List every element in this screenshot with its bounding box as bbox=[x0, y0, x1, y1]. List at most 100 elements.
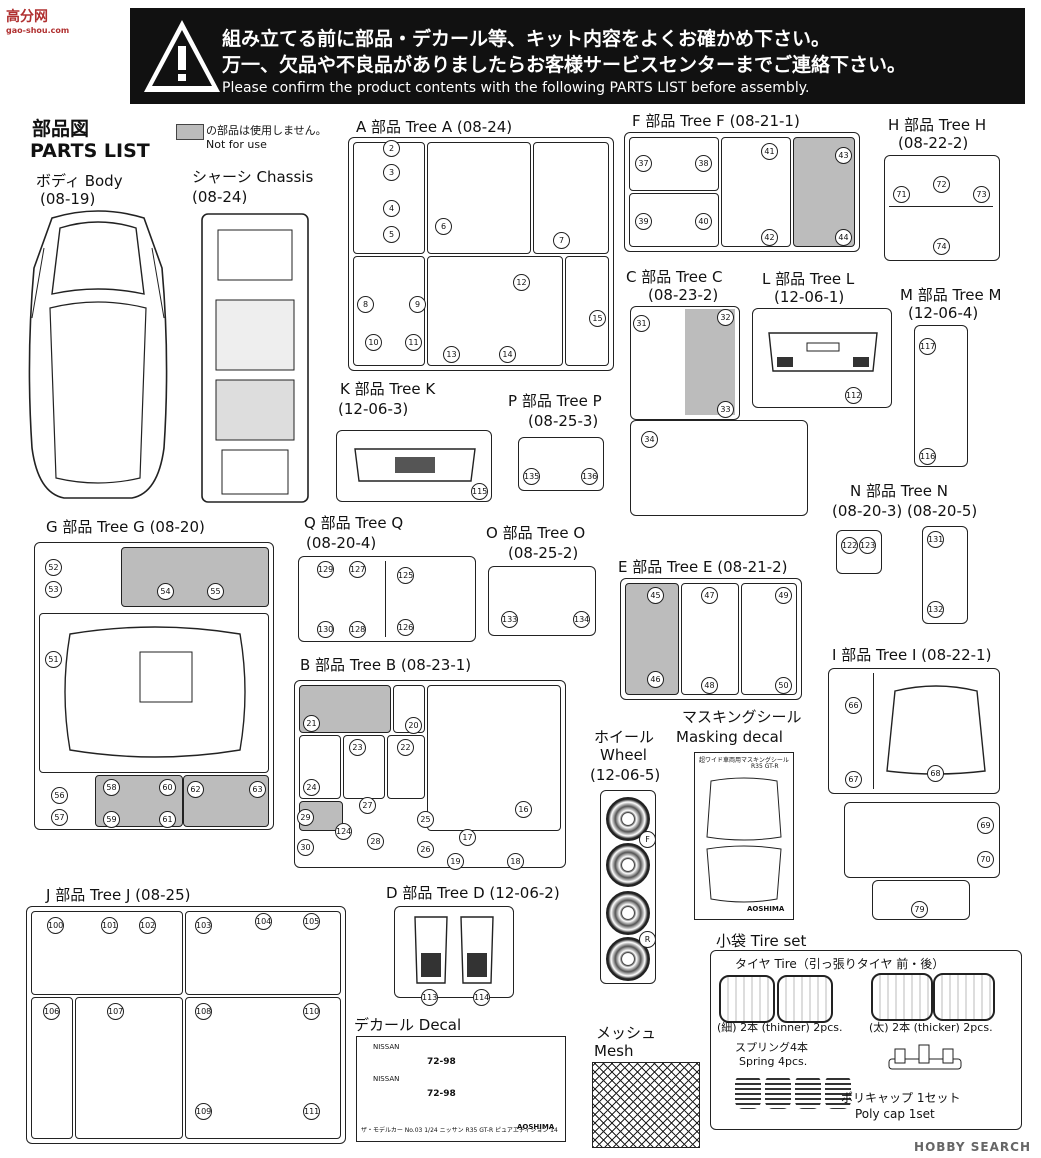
part-number: 33 bbox=[717, 401, 734, 418]
part-number: 34 bbox=[641, 431, 658, 448]
part-number: 23 bbox=[349, 739, 366, 756]
part-number: 56 bbox=[51, 787, 68, 804]
tree-b-cell bbox=[427, 685, 561, 831]
warning-icon bbox=[144, 20, 220, 92]
tree-o-code: (08-25-2) bbox=[508, 544, 579, 562]
part-number: 73 bbox=[973, 186, 990, 203]
part-number: 109 bbox=[195, 1103, 212, 1120]
wheel-label-en: Wheel bbox=[600, 746, 647, 764]
wheel-frame: F R bbox=[600, 790, 656, 984]
spring-label-jp: スプリング4本 bbox=[735, 1041, 808, 1054]
tire-thick-label: (太) 2本 (thicker) 2pcs. bbox=[869, 1021, 993, 1034]
tree-q-frame: 129 127 125 130 128 126 bbox=[298, 556, 476, 642]
masking-label-en: Masking decal bbox=[676, 728, 783, 746]
tree-m-code: (12-06-4) bbox=[908, 304, 979, 322]
part-number: 7 bbox=[553, 232, 570, 249]
part-number: 30 bbox=[297, 839, 314, 856]
tire-label: タイヤ Tire（引っ張りタイヤ 前・後） bbox=[735, 957, 945, 971]
part-number: 20 bbox=[405, 717, 422, 734]
part-number: 2 bbox=[383, 140, 400, 157]
part-number: 11 bbox=[405, 334, 422, 351]
tree-p-code: (08-25-3) bbox=[528, 412, 599, 430]
part-number: 112 bbox=[845, 387, 862, 404]
tree-q-code: (08-20-4) bbox=[306, 534, 377, 552]
part-number: 9 bbox=[409, 296, 426, 313]
legend-en: Not for use bbox=[206, 138, 267, 151]
decal-brand-1: NISSAN bbox=[373, 1043, 400, 1051]
tree-j-cell bbox=[31, 997, 73, 1139]
masking-cutouts bbox=[706, 777, 782, 903]
part-number: 68 bbox=[927, 765, 944, 782]
part-number: 130 bbox=[317, 621, 334, 638]
tire-thick bbox=[933, 973, 995, 1021]
part-number: 104 bbox=[255, 913, 272, 930]
front-bumper-drawing bbox=[354, 448, 476, 482]
tree-m-frame: 117 116 bbox=[914, 325, 968, 467]
tree-i-label: I 部品 Tree I (08-22-1) bbox=[832, 646, 992, 664]
masking-brand: AOSHIMA bbox=[747, 905, 785, 913]
tree-a-cell bbox=[427, 256, 563, 366]
masking-sheet-sub: R35 GT-R bbox=[751, 763, 779, 770]
part-number: 60 bbox=[159, 779, 176, 796]
site-logo: 高分网 gao-shou.com bbox=[6, 6, 69, 35]
tree-b-frame: 21 20 23 22 24 17 16 29 27 25 124 28 30 … bbox=[294, 680, 566, 870]
tree-h-code: (08-22-2) bbox=[898, 134, 969, 152]
tree-l-code: (12-06-1) bbox=[774, 288, 845, 306]
tree-j-cell bbox=[75, 997, 183, 1139]
part-number: 39 bbox=[635, 213, 652, 230]
part-number: 67 bbox=[845, 771, 862, 788]
tree-c-code: (08-23-2) bbox=[648, 286, 719, 304]
body-code: (08-19) bbox=[40, 190, 96, 208]
part-number: 69 bbox=[977, 817, 994, 834]
part-number: 29 bbox=[297, 809, 314, 826]
tree-k-frame: 115 bbox=[336, 430, 492, 502]
body-label: ボディ Body bbox=[36, 172, 123, 190]
part-number: 47 bbox=[701, 587, 718, 604]
part-number: 132 bbox=[927, 601, 944, 618]
part-number: 12 bbox=[513, 274, 530, 291]
tree-j-frame: 100 101 102 103 104 105 106 107 108 110 … bbox=[26, 906, 346, 1144]
tree-e-label: E 部品 Tree E (08-21-2) bbox=[618, 558, 788, 576]
part-number: 126 bbox=[397, 619, 414, 636]
tree-f-cell bbox=[721, 137, 791, 247]
part-number: 101 bbox=[101, 917, 118, 934]
tire-thin bbox=[719, 975, 775, 1023]
part-number: 110 bbox=[303, 1003, 320, 1020]
tree-p-frame: 135 136 bbox=[518, 437, 604, 491]
part-number: 62 bbox=[187, 781, 204, 798]
front-marker: F bbox=[639, 831, 656, 848]
spring-part bbox=[765, 1075, 791, 1109]
banner-line-2: 万一、欠品や不良品がありましたらお客様サービスセンターまでご連絡下さい。 bbox=[222, 54, 907, 76]
part-number: 28 bbox=[367, 833, 384, 850]
tree-c-lower-frame: 34 bbox=[630, 420, 808, 516]
part-number: 135 bbox=[523, 468, 540, 485]
part-number: 25 bbox=[417, 811, 434, 828]
tree-m-label: M 部品 Tree M bbox=[900, 286, 1002, 304]
part-number: 61 bbox=[159, 811, 176, 828]
chassis-drawing bbox=[201, 213, 309, 503]
part-number: 19 bbox=[447, 853, 464, 870]
part-number: 53 bbox=[45, 581, 62, 598]
part-number: 105 bbox=[303, 913, 320, 930]
wheel-part bbox=[606, 797, 650, 841]
part-number: 51 bbox=[45, 651, 62, 668]
divider bbox=[889, 206, 993, 207]
part-number: 6 bbox=[435, 218, 452, 235]
banner-line-3: Please confirm the product contents with… bbox=[222, 80, 810, 96]
decal-brand-2: NISSAN bbox=[373, 1075, 400, 1083]
divider bbox=[873, 673, 874, 789]
part-number: 107 bbox=[107, 1003, 124, 1020]
part-number: 43 bbox=[835, 147, 852, 164]
wheel-part bbox=[606, 843, 650, 887]
part-number: 122 bbox=[841, 537, 858, 554]
tree-h-label: H 部品 Tree H bbox=[888, 116, 987, 134]
tree-d-label: D 部品 Tree D (12-06-2) bbox=[386, 884, 560, 902]
tree-d-frame: 113 114 bbox=[394, 906, 514, 1006]
masking-sheet: 超ワイド車両用マスキングシール R35 GT-R AOSHIMA bbox=[694, 752, 794, 920]
part-number: 38 bbox=[695, 155, 712, 172]
part-number: 18 bbox=[507, 853, 524, 870]
part-number: 129 bbox=[317, 561, 334, 578]
tree-g-label: G 部品 Tree G (08-20) bbox=[46, 518, 205, 536]
parts-list-title-en: PARTS LIST bbox=[30, 140, 150, 162]
decal-sheet: NISSAN NISSAN 72-98 72-98 ザ・モデルカー No.03 … bbox=[356, 1036, 566, 1142]
